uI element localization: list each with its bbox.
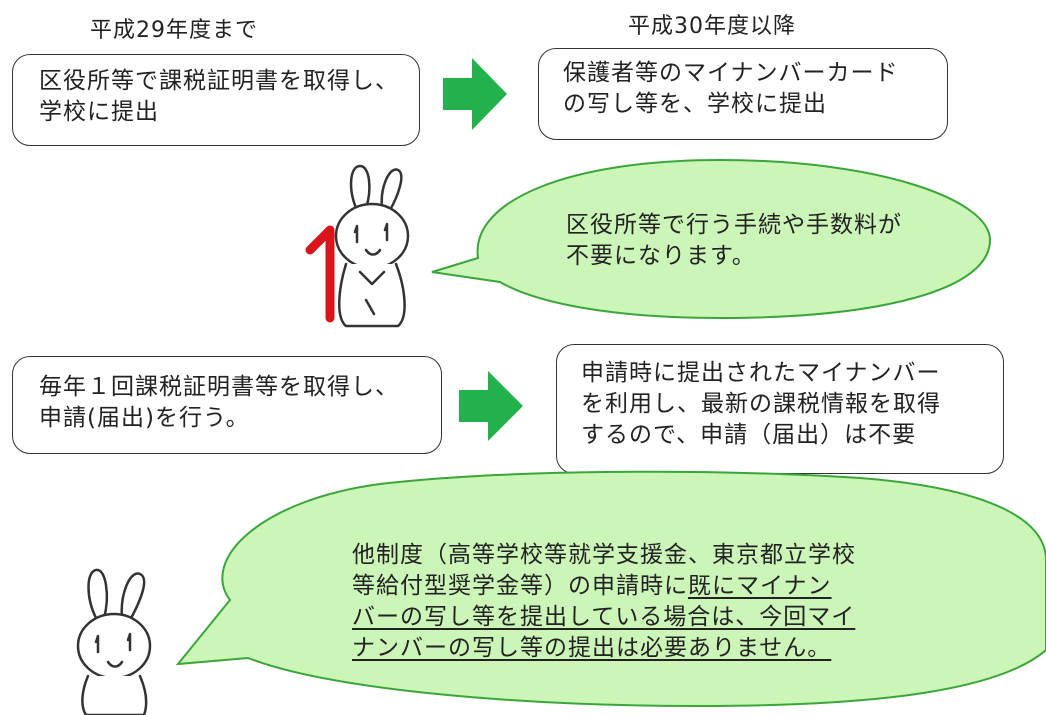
row2-before-line1: 毎年１回課税証明書等を取得し、: [39, 374, 399, 400]
row2-before-box: 毎年１回課税証明書等を取得し、 申請(届出)を行う。: [12, 356, 442, 454]
row1-before-box: 区役所等で課税証明書を取得し、 学校に提出: [12, 54, 420, 146]
bubble2-line3: バーの写し等を提出している場合は、今回マイ: [352, 604, 856, 630]
row1-after-box: 保護者等のマイナンバーカード の写し等を、学校に提出: [538, 48, 948, 140]
speech-bubble-2: [175, 470, 1046, 708]
bubble2-line2-plain: 等給付型奨学金等）の申請時に: [352, 573, 688, 599]
speech-bubble-1: [431, 158, 992, 320]
bubble2-text: 他制度（高等学校等就学支援金、東京都立学校 等給付型奨学金等）の申請時に既にマイ…: [352, 540, 856, 664]
row2-after-line3: するので、申請（届出）は不要: [581, 422, 917, 448]
row2-after-box: 申請時に提出されたマイナンバー を利用し、最新の課税情報を取得 するので、申請（…: [556, 344, 1004, 474]
row2-after-line2: を利用し、最新の課税情報を取得: [581, 391, 941, 417]
row1-before-line1: 区役所等で課税証明書を取得し、: [39, 68, 399, 94]
bubble1-text: 区役所等で行う手続や手数料が 不要になります。: [566, 210, 902, 272]
row2-after-line1: 申請時に提出されたマイナンバー: [581, 360, 941, 386]
bubble1-line1: 区役所等で行う手続や手数料が: [566, 212, 902, 238]
right-arrow-icon: [443, 58, 507, 130]
right-arrow-icon: [459, 371, 523, 441]
header-before: 平成29年度まで: [90, 18, 258, 43]
bubble2-line1: 他制度（高等学校等就学支援金、東京都立学校: [352, 542, 856, 568]
row2-before-line2: 申請(届出)を行う。: [39, 405, 250, 431]
bubble2-line2-underlined: 既にマイナン: [688, 573, 832, 599]
header-after: 平成30年度以降: [628, 14, 796, 39]
rabbit-mascot-icon: [305, 164, 410, 328]
row1-before-line2: 学校に提出: [39, 99, 159, 125]
row1-after-line1: 保護者等のマイナンバーカード: [563, 60, 899, 86]
bubble2-line4: ナンバーの写し等の提出は必要ありません。: [352, 635, 832, 661]
bubble1-line2: 不要になります。: [566, 243, 756, 269]
row1-after-line2: の写し等を、学校に提出: [563, 91, 827, 117]
rabbit-mascot-icon: [76, 568, 152, 715]
bubble2-line2: 等給付型奨学金等）の申請時に既にマイナン: [352, 571, 856, 602]
